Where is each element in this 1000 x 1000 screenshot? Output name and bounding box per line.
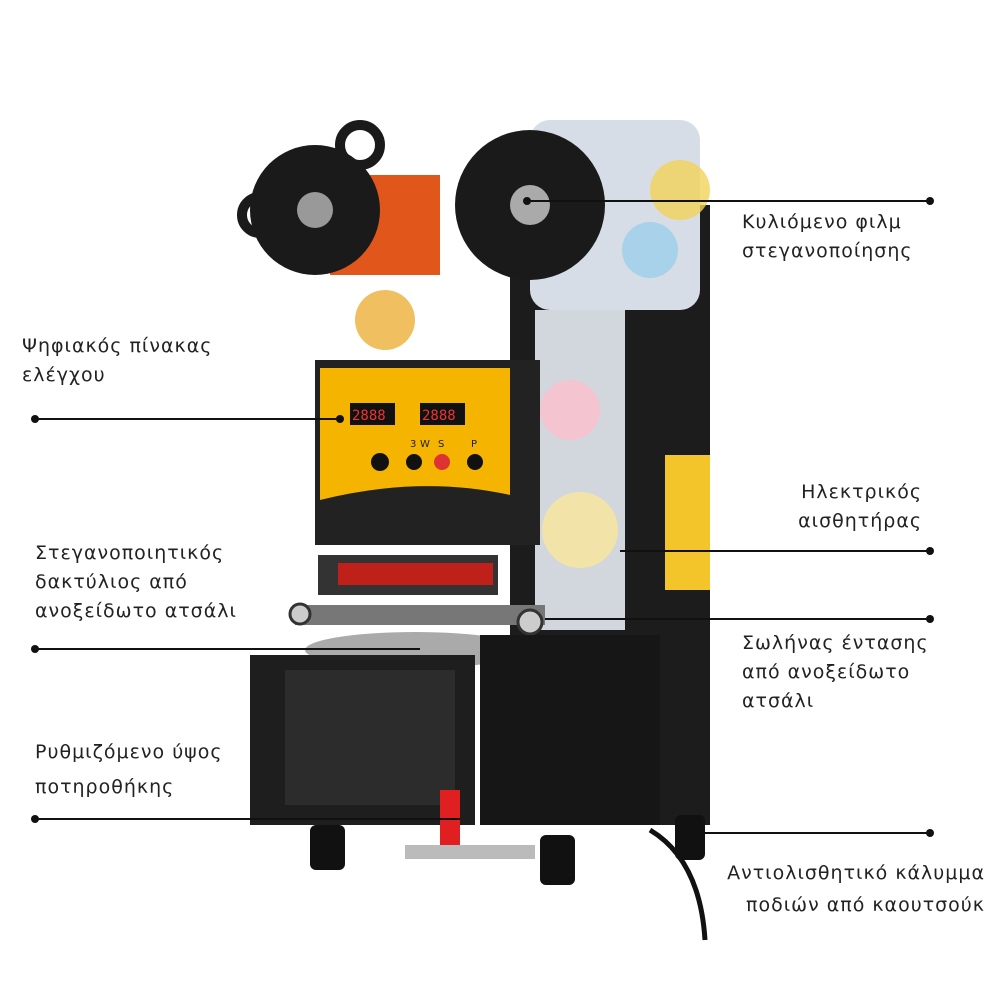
- callout-text: από ανοξείδωτο: [742, 661, 911, 683]
- leader-dot: [926, 828, 934, 837]
- callout-text: ποτηροθήκης: [35, 776, 175, 798]
- callout-holder: Ρυθμιζόμενο ύψος ποτηροθήκης: [35, 735, 223, 805]
- button-label: 3: [410, 439, 416, 450]
- foot: [310, 825, 345, 870]
- leader-line: [527, 200, 930, 202]
- warning-sticker: [665, 455, 710, 590]
- display-left: [350, 403, 395, 425]
- panel-button: [434, 454, 450, 470]
- leader-dot: [31, 814, 39, 823]
- leader-dot: [926, 546, 934, 555]
- height-arrow: [440, 790, 460, 850]
- callout-text: ατσάλι: [742, 690, 815, 712]
- foot: [540, 835, 575, 885]
- leader-dot: [336, 414, 344, 423]
- display-right-value: 2888: [422, 408, 456, 424]
- film-roll-left: [237, 120, 440, 275]
- callout-text: δακτύλιος από: [35, 571, 188, 593]
- callout-tube: Σωλήνας έντασης από ανοξείδωτο ατσάλι: [742, 629, 929, 716]
- tension-tube: [295, 605, 545, 625]
- leader-dot: [926, 614, 934, 623]
- callout-text: Ρυθμιζόμενο ύψος: [35, 741, 223, 763]
- power-button: [371, 453, 389, 471]
- leader-line: [545, 618, 930, 620]
- callout-text: ποδιών από καουτσούκ: [746, 894, 985, 916]
- callout-text: ανοξείδωτο ατσάλι: [35, 600, 237, 622]
- leader-line: [690, 832, 930, 834]
- button-label: W: [420, 439, 430, 450]
- button-label: S: [438, 439, 444, 450]
- control-panel: [320, 368, 510, 500]
- callout-text: Σωλήνας έντασης: [742, 632, 929, 654]
- button-label: P: [471, 439, 477, 450]
- callout-sensor: Ηλεκτρικός αισθητήρας: [798, 478, 922, 536]
- foot: [675, 815, 705, 860]
- callout-ring: Στεγανοποιητικός δακτύλιος από ανοξείδωτ…: [35, 539, 237, 626]
- leader-dot: [31, 644, 39, 653]
- callout-feet: Αντιολισθητικό κάλυμμα ποδιών από καουτσ…: [727, 857, 985, 921]
- display-right: [420, 403, 465, 425]
- leader-line: [35, 418, 342, 420]
- callout-text: Αντιολισθητικό κάλυμμα: [727, 862, 985, 884]
- callout-text: Ψηφιακός πίνακας: [22, 335, 213, 357]
- leader-line: [35, 818, 460, 820]
- panel-button: [467, 454, 483, 470]
- leader-line: [620, 550, 930, 552]
- leader-dot: [523, 196, 531, 205]
- display-left-value: 2888: [352, 408, 386, 424]
- film-strip: [535, 310, 625, 630]
- callout-text: ελέγχου: [22, 364, 106, 386]
- panel-button: [406, 454, 422, 470]
- callout-text: στεγανοποίησης: [742, 240, 913, 262]
- leader-line: [35, 648, 420, 650]
- leader-dot: [926, 196, 934, 205]
- leader-dot: [31, 414, 39, 423]
- callout-panel: Ψηφιακός πίνακας ελέγχου: [22, 332, 212, 390]
- callout-text: Κυλιόμενο φιλμ: [742, 211, 902, 233]
- callout-text: Στεγανοποιητικός: [35, 542, 225, 564]
- film-roll-right: [455, 120, 710, 310]
- callout-film: Κυλιόμενο φιλμ στεγανοποίησης: [742, 208, 913, 266]
- callout-text: αισθητήρας: [798, 510, 922, 532]
- power-cable: [648, 827, 708, 941]
- callout-text: Ηλεκτρικός: [801, 481, 922, 503]
